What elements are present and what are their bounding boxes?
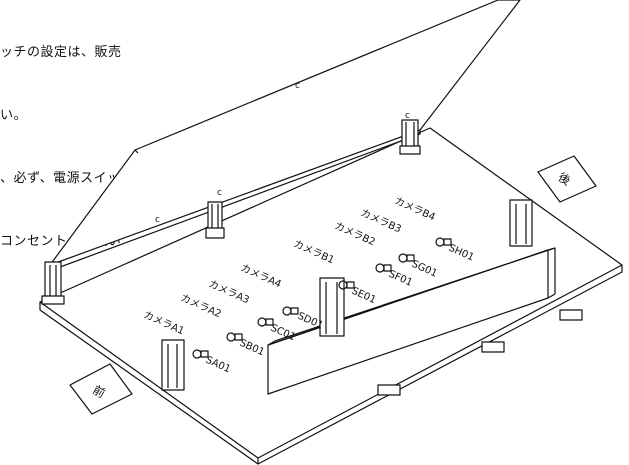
note-line: 、必ず、電源スイッ — [0, 171, 121, 186]
switch-part — [338, 280, 355, 290]
hinge-post — [41, 261, 65, 305]
base-block — [481, 341, 505, 353]
rear-wall-edge — [547, 293, 556, 299]
switch-part — [282, 306, 299, 316]
switch-part — [257, 317, 274, 327]
bracket — [319, 277, 345, 337]
cover-mark: c — [405, 111, 410, 121]
switch-part — [398, 253, 415, 263]
cover-mark: c — [217, 188, 222, 198]
bracket — [509, 199, 533, 247]
switch-part — [435, 237, 452, 247]
note-line: い。 — [0, 108, 28, 123]
hinge-post — [205, 201, 225, 239]
bracket — [161, 339, 185, 391]
hinge-post — [399, 119, 421, 155]
base-block — [377, 384, 401, 396]
switch-part — [192, 349, 209, 359]
cover-mark: c — [155, 215, 160, 225]
cover-lid-corner — [134, 149, 139, 154]
front-sign: 前 — [69, 363, 133, 415]
cover-mark: c — [295, 81, 300, 91]
switch-part — [375, 263, 392, 273]
rear-sign: 後 — [537, 155, 597, 203]
note-line: ッチの設定は、販売 — [0, 45, 122, 60]
switch-part — [226, 332, 243, 342]
cover-lid — [49, 0, 521, 266]
base-block — [559, 309, 583, 321]
